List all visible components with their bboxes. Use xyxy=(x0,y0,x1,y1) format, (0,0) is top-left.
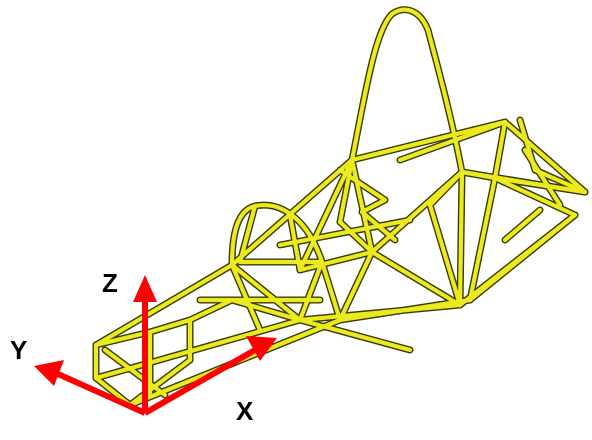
tube xyxy=(502,207,543,243)
tube xyxy=(337,167,388,203)
tube xyxy=(277,217,413,248)
tube xyxy=(229,262,303,323)
tube xyxy=(127,357,193,408)
tube xyxy=(397,119,508,163)
y-axis-label: Y xyxy=(10,335,28,365)
x-axis-label: X xyxy=(236,396,254,426)
tube xyxy=(297,317,413,353)
y-axis-shaft xyxy=(56,371,147,416)
tube xyxy=(369,249,463,308)
tube xyxy=(93,262,235,348)
tube xyxy=(297,249,375,273)
tube xyxy=(297,157,355,273)
tube xyxy=(319,259,343,323)
tube xyxy=(517,117,538,173)
tube xyxy=(467,175,498,303)
tube xyxy=(459,169,498,181)
tube xyxy=(427,202,463,308)
tube xyxy=(467,212,578,303)
chassis-frame xyxy=(92,6,589,409)
tube xyxy=(229,157,355,268)
tube xyxy=(237,203,258,265)
x-axis-arrowhead xyxy=(246,336,277,361)
tube xyxy=(349,119,508,163)
tube xyxy=(492,175,578,218)
tube xyxy=(492,175,588,195)
y-axis-arrowhead xyxy=(34,360,64,386)
tube xyxy=(349,7,465,175)
axis-triad xyxy=(34,275,277,416)
tube xyxy=(187,297,235,323)
tube xyxy=(93,329,153,348)
tube xyxy=(147,317,193,335)
tube xyxy=(427,169,465,208)
tube xyxy=(297,259,325,323)
x-axis-shaft xyxy=(143,347,257,416)
tube xyxy=(359,197,388,215)
tube xyxy=(229,262,263,333)
tube xyxy=(337,219,375,255)
z-axis-label: Z xyxy=(102,268,118,298)
tube xyxy=(337,157,355,225)
tube xyxy=(532,167,588,195)
tube xyxy=(457,169,465,308)
tube xyxy=(502,119,588,195)
z-axis-arrowhead xyxy=(133,275,157,302)
tube xyxy=(337,297,473,323)
tube xyxy=(229,297,303,323)
tube xyxy=(492,119,508,181)
tube xyxy=(102,347,168,398)
tube xyxy=(349,157,375,255)
tube xyxy=(337,249,375,323)
